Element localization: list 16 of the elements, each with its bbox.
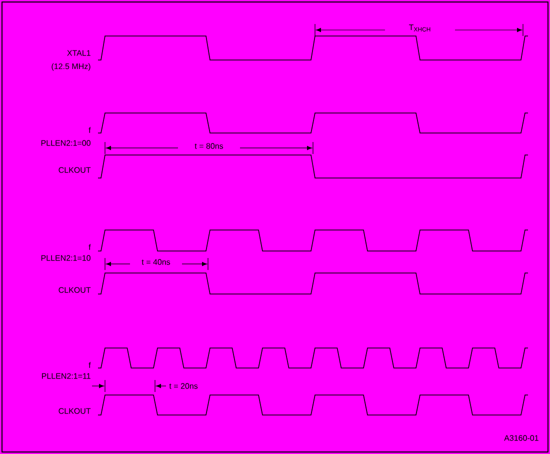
dimension-label: t = 80ns [194,143,224,149]
dimension-label: t = 40ns [142,259,170,265]
signal-label: PLLEN2:1=10 [41,255,90,261]
signal-label: f [88,244,91,250]
signal-label: CLKOUT [58,287,91,293]
signal-label: (12.5 MHz) [52,63,90,71]
signal-label: CLKOUT [58,408,91,414]
figure-number: A3160-01 [504,435,538,441]
signal-label: XTAL1 [67,50,90,56]
signal-label: PLLEN2:1=00 [41,140,90,146]
dimension-label: T$_{XHCH}$ [408,24,430,32]
signal-label: f [88,362,91,368]
dimension-label: t = 20ns [169,383,198,389]
signal-label: CLKOUT [58,167,91,173]
signal-label: f [88,127,91,133]
signal-label: PLLEN2:1=11 [42,373,90,379]
